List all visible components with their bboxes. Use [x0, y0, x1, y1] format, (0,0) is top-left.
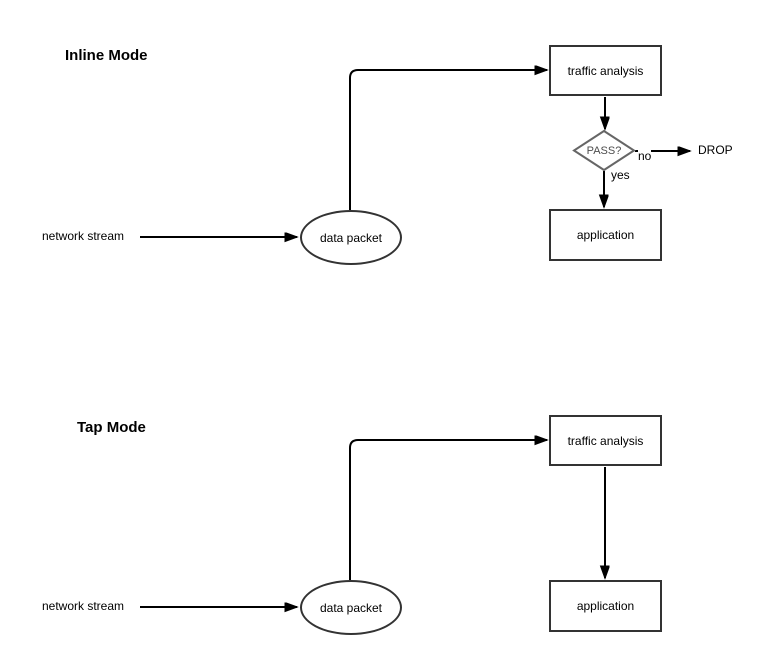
inline-mode-title: Inline Mode [65, 47, 148, 64]
inline-data-packet-label: data packet [319, 230, 383, 245]
inline-no-branch-label: no [638, 149, 652, 163]
tap-mode-title: Tap Mode [77, 419, 146, 436]
inline-drop-label: DROP [698, 143, 733, 157]
tap-traffic-analysis-node: traffic analysis [549, 415, 662, 466]
inline-application-node: application [549, 209, 662, 261]
tap-network-stream-label: network stream [42, 599, 125, 613]
inline-network-stream-label: network stream [42, 229, 125, 243]
tap-data-packet-node: data packet [300, 580, 402, 635]
arrow-tap-packet-to-analysis [349, 440, 547, 580]
tap-application-label: application [576, 599, 635, 613]
inline-data-packet-node: data packet [300, 210, 402, 265]
inline-pass-decision-label: PASS? [586, 144, 622, 157]
tap-data-packet-label: data packet [319, 600, 383, 615]
inline-yes-branch-label: yes [611, 168, 630, 182]
arrow-inline-packet-to-analysis [349, 70, 547, 210]
inline-traffic-analysis-node: traffic analysis [549, 45, 662, 96]
inline-pass-decision-node: PASS? [574, 131, 634, 170]
inline-application-label: application [576, 228, 635, 242]
inline-traffic-analysis-label: traffic analysis [567, 63, 644, 78]
tap-traffic-analysis-label: traffic analysis [567, 433, 644, 448]
tap-application-node: application [549, 580, 662, 632]
